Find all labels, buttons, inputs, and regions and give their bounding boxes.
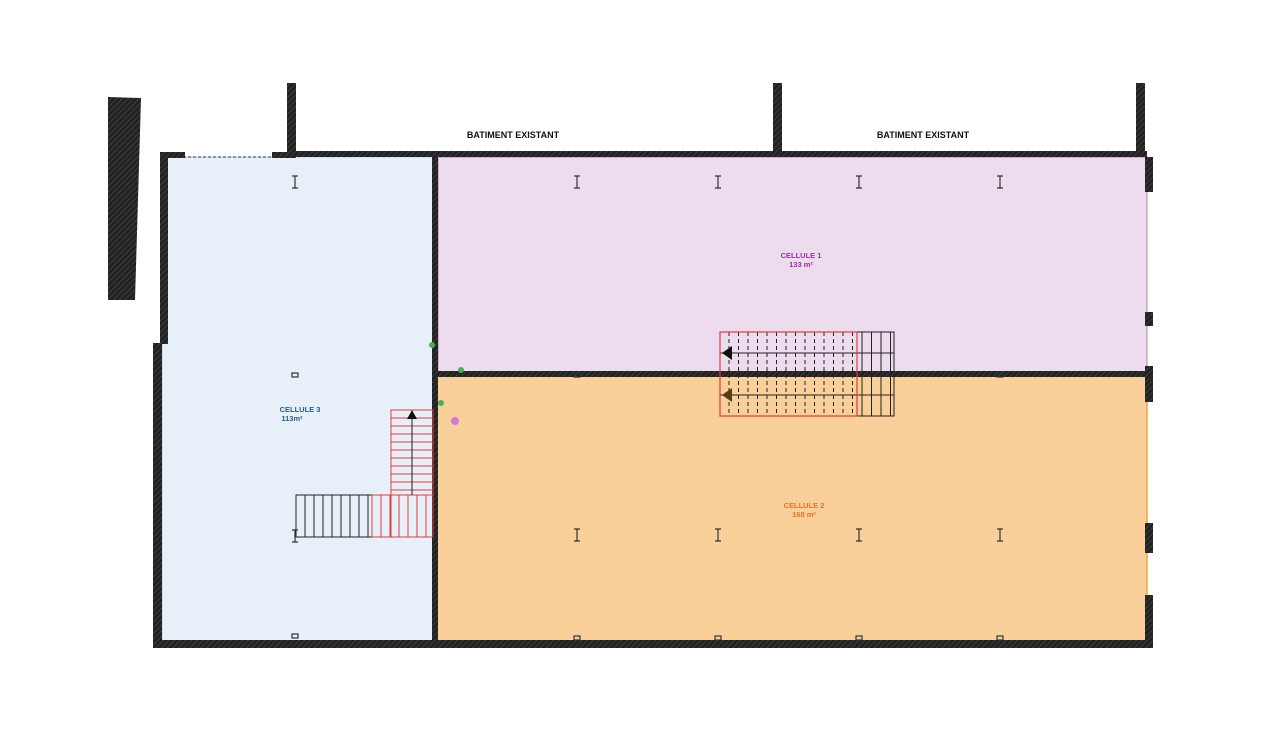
cell-2-name: CELLULE 2	[784, 501, 825, 510]
existing-wall	[287, 83, 296, 157]
arrow-icon	[407, 410, 417, 419]
existing-building-label: BATIMENT EXISTANT	[877, 130, 970, 140]
right-wall	[1145, 157, 1153, 192]
exterior-wall-block	[108, 97, 141, 300]
central-staircase	[719, 331, 895, 417]
column-markers	[291, 175, 1004, 641]
left-wall-lower	[153, 343, 162, 648]
arrow-icon	[722, 388, 732, 402]
cell-1-name: CELLULE 1	[781, 251, 822, 260]
partition-wall-horizontal	[438, 371, 1147, 377]
left-staircase	[295, 409, 434, 538]
marker-icon	[451, 417, 459, 425]
marker-icon	[438, 400, 444, 406]
existing-wall	[1136, 83, 1145, 155]
cell-1-area[interactable]	[437, 156, 1148, 373]
cell-3-area-label: 113m²	[281, 414, 303, 423]
marker-icon	[458, 367, 464, 373]
top-wall	[296, 151, 1147, 157]
cell-3-area[interactable]	[161, 156, 435, 642]
arrow-icon	[722, 346, 732, 360]
marker-icon	[429, 342, 435, 348]
existing-wall	[773, 83, 782, 155]
partition-wall-vertical	[432, 157, 438, 641]
cell-2-area[interactable]	[436, 375, 1148, 644]
existing-building-label: BATIMENT EXISTANT	[467, 130, 560, 140]
cell-1-area-label: 133 m²	[789, 260, 813, 269]
left-wall-upper	[160, 152, 168, 344]
bottom-wall	[153, 640, 1153, 648]
cell-2-area-label: 168 m²	[792, 510, 816, 519]
cell-3-name: CELLULE 3	[280, 405, 321, 414]
